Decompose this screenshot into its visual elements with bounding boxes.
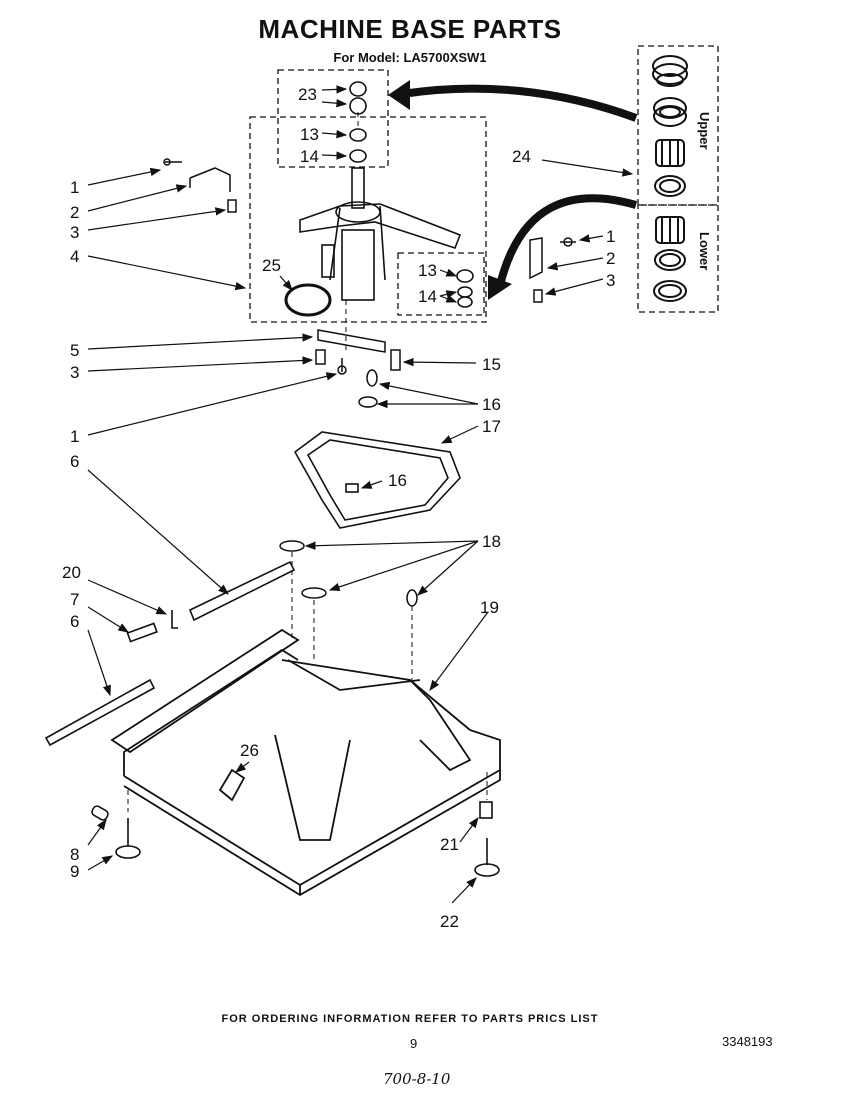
bearing-kit-panel-lower: [637, 204, 719, 313]
callout-24: 24: [512, 147, 531, 166]
lower-bearing-box: [397, 252, 485, 316]
callout-3b: 3: [70, 363, 79, 382]
bearing-group-box: [277, 69, 389, 168]
callout-25: 25: [262, 256, 281, 275]
callout-23: 23: [298, 85, 317, 104]
callout-21: 21: [440, 835, 459, 854]
ordering-note: FOR ORDERING INFORMATION REFER TO PARTS …: [221, 1013, 599, 1025]
callout-6: 6: [70, 452, 79, 471]
callout-14: 14: [300, 147, 319, 166]
callout-16b: 16: [388, 471, 407, 490]
callout-2: 2: [70, 203, 79, 222]
kit-arrows: [401, 84, 638, 286]
callout-13: 13: [300, 125, 319, 144]
callout-3c: 3: [606, 271, 615, 290]
bearing-kit-panel: [637, 45, 719, 206]
transmission-group-box: [249, 116, 487, 323]
callout-19: 19: [480, 598, 499, 617]
upper-kit-arrow: [401, 84, 638, 122]
callout-8: 8: [70, 845, 79, 864]
left-brackets: [163, 158, 237, 213]
upper-label: Upper: [697, 112, 712, 150]
callout-22: 22: [440, 912, 459, 931]
callout-7: 7: [70, 590, 79, 609]
clips: [279, 540, 418, 607]
callout-1b: 1: [70, 427, 79, 446]
braces: [44, 560, 296, 747]
page-number: 9: [410, 1036, 418, 1051]
callout-15: 15: [482, 355, 501, 374]
callout-1c: 1: [606, 227, 615, 246]
callout-18: 18: [482, 532, 501, 551]
lower-kit-arrowhead: [488, 275, 512, 300]
support-tray: [293, 431, 461, 529]
callout-6b: 6: [70, 612, 79, 631]
callout-1: 1: [70, 178, 79, 197]
leveling-feet: [91, 801, 500, 877]
callout-13b: 13: [418, 261, 437, 280]
document-number: 3348193: [722, 1034, 773, 1049]
callout-4: 4: [70, 247, 79, 266]
callout-2b: 2: [606, 249, 615, 268]
lower-label: Lower: [697, 232, 712, 270]
callout-9: 9: [70, 862, 79, 881]
dashed-group-boxes: [249, 45, 719, 323]
upper-kit-arrowhead: [388, 80, 410, 110]
right-brackets: [529, 237, 576, 303]
leader-lines: [87, 85, 634, 904]
callout-5: 5: [70, 341, 79, 360]
middle-parts: [315, 329, 401, 408]
lower-kit-arrow: [496, 194, 638, 286]
handwritten-note: 700-8-10: [383, 1070, 451, 1088]
assembly-guides: [127, 112, 488, 812]
callout-3: 3: [70, 223, 79, 242]
bearing-kit-rings: [652, 55, 688, 302]
model-subtitle: For Model: LA5700XSW1: [333, 50, 487, 65]
callout-17: 17: [482, 417, 501, 436]
callout-16: 16: [482, 395, 501, 414]
callout-26: 26: [240, 741, 259, 760]
callout-14b: 14: [418, 287, 437, 306]
transmission-assembly: [284, 167, 462, 317]
page-title: MACHINE BASE PARTS: [258, 14, 562, 44]
top-bearings: [349, 81, 474, 308]
callout-20: 20: [62, 563, 81, 582]
cabinet-base: [110, 628, 501, 897]
callout-numbers: 1 2 3 4 5 3 1 6 20 7 6 8 9 23 13 14 25 1…: [62, 85, 615, 931]
